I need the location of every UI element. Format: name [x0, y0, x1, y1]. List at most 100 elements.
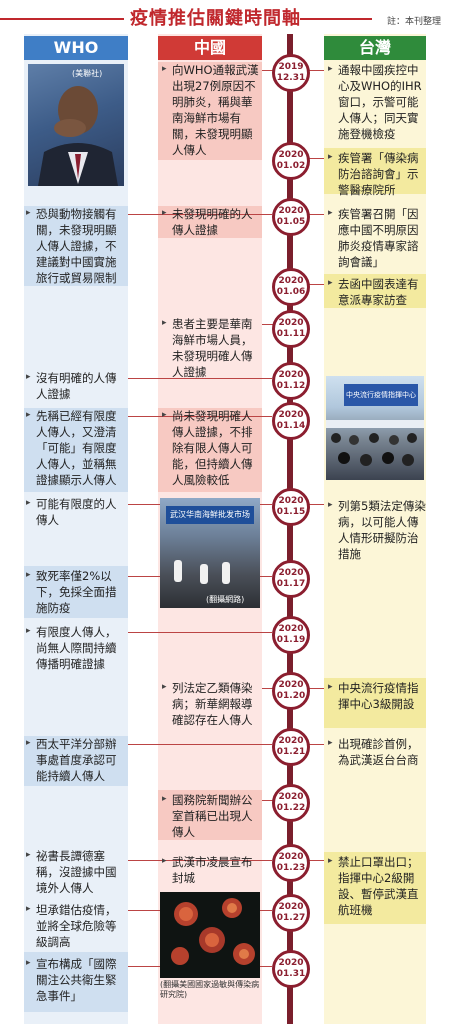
connector — [306, 744, 324, 745]
taiwan-event-0123: 禁止口罩出口；指揮中心2級開設、暫停武漢直航班機 — [338, 855, 419, 917]
connector — [128, 416, 272, 417]
conference-banner: 中央流行疫情指揮中心 — [344, 384, 418, 406]
bullet-icon: ▸ — [26, 626, 31, 636]
photo-credit: (翻攝網路) — [206, 595, 245, 604]
bullet-icon: ▸ — [328, 856, 333, 866]
taiwan-highlight — [324, 852, 426, 924]
source-note: 註：本刊整理 — [386, 17, 441, 27]
who-event-0121: 西太平洋分部辦事處首度承認可能持續人傳人 — [36, 737, 117, 783]
china-event-1231: 向WHO通報武漢出現27例原因不明肺炎，稱與華南海鮮市場有關，未發現明顯人傳人 — [172, 63, 259, 157]
virus-caption: (翻攝美國國家過敏與傳染病研究院) — [160, 980, 260, 999]
connector — [128, 214, 272, 215]
connector — [306, 214, 324, 215]
who-event-0127: 坦承錯估疫情，並將全球危險等級調高 — [36, 903, 117, 949]
who-highlight — [24, 408, 128, 492]
taiwan-event-1231: 通報中國疾控中心及WHO的IHR窗口，示警可能人傳人；同天實施登機檢疫 — [338, 63, 422, 141]
connector — [306, 860, 324, 861]
taiwan-event-0115: 列第5類法定傳染病，以可能人傳人情形研擬防治措施 — [338, 499, 426, 561]
connector — [262, 688, 274, 689]
bullet-icon: ▸ — [26, 208, 31, 218]
who-highlight — [24, 206, 128, 286]
taiwan-press-conference-photo: 中央流行疫情指揮中心 — [326, 376, 424, 480]
who-column — [24, 34, 128, 1024]
connector — [128, 860, 272, 861]
bullet-icon: ▸ — [162, 64, 167, 74]
china-event-0111: 患者主要是華南海鮮市場人員，未發現明確人傳人證據 — [172, 317, 253, 379]
virus-micrograph — [160, 892, 260, 978]
connector — [306, 70, 324, 71]
bullet-icon: ▸ — [162, 208, 167, 218]
who-event-0112: 沒有明確的人傳人證據 — [36, 371, 117, 401]
bullet-icon: ▸ — [26, 410, 31, 420]
bullet-icon: ▸ — [162, 410, 167, 420]
taiwan-event-0120: 中央流行疫情指揮中心3級開設 — [338, 681, 419, 711]
who-event-0114: 先稱已經有限度人傳人，又澄清「可能」有限度人傳人，並稱無證據顯示人傳人 — [36, 409, 117, 487]
taiwan-event-0106: 去函中國表達有意派專家訪查 — [338, 277, 419, 307]
bullet-icon: ▸ — [328, 208, 333, 218]
bullet-icon: ▸ — [328, 682, 333, 692]
china-event-0123: 武漢市凌晨宣布封城 — [172, 855, 253, 885]
connector — [262, 800, 274, 801]
who-event-0105: 恐與動物接觸有關，未發現明顯人傳人證據，不建議對中國實施旅行或貿易限制 — [36, 207, 117, 285]
china-event-0114: 尚未發現明確人傳人證據，不排除有限人傳人可能，但持續人傳人風險較低 — [172, 409, 253, 487]
bullet-icon: ▸ — [328, 500, 333, 510]
bullet-icon: ▸ — [162, 856, 167, 866]
taiwan-highlight — [324, 678, 426, 728]
taiwan-event-0121: 出現確診首例，為武漢返台台商 — [338, 737, 419, 767]
china-event-0120: 列法定乙類傳染病；新華網報導確認存在人傳人 — [172, 681, 253, 727]
bullet-icon: ▸ — [162, 682, 167, 692]
worker-figure — [174, 560, 182, 582]
china-highlight — [158, 408, 262, 492]
title-rule-left — [0, 18, 124, 20]
taiwan-event-0105: 疾管署召開「因應中國不明原因肺炎疫情專家諮詢會議」 — [338, 207, 419, 269]
worker-figure — [222, 562, 230, 584]
bullet-icon: ▸ — [328, 64, 333, 74]
worker-figure — [200, 564, 208, 584]
who-director-photo: (美聯社) — [28, 64, 124, 186]
timeline-axis — [287, 34, 293, 1024]
connector — [128, 632, 272, 633]
page-title: 疫情推估關鍵時間軸 — [130, 8, 301, 29]
photo-credit: (美聯社) — [72, 69, 103, 78]
bullet-icon: ▸ — [162, 794, 167, 804]
connector — [306, 688, 324, 689]
china-event-0122: 國務院新聞辦公室首稱已出現人傳人 — [172, 793, 253, 839]
china-highlight — [158, 206, 262, 238]
bullet-icon: ▸ — [26, 850, 31, 860]
who-event-0117: 致死率僅2%以下，免採全面措施防疫 — [36, 569, 117, 615]
china-event-0105: 未發現明確的人傳人證據 — [172, 207, 253, 237]
title-rule-right — [300, 18, 372, 20]
connector — [262, 70, 274, 71]
timeline-title-bar: 疫情推估關鍵時間軸 註：本刊整理 — [0, 4, 449, 30]
china-header: 中國 — [158, 36, 262, 60]
connector — [306, 284, 324, 285]
person-silhouette-icon — [38, 86, 118, 186]
bullet-icon: ▸ — [26, 498, 31, 508]
taiwan-header: 台灣 — [324, 36, 426, 60]
bullet-icon: ▸ — [328, 278, 333, 288]
who-highlight — [24, 566, 128, 618]
bullet-icon: ▸ — [328, 152, 333, 162]
wuhan-market-photo: 武汉华南海鲜批发市场 (翻攝網路) — [160, 498, 260, 608]
bullet-icon: ▸ — [162, 318, 167, 328]
who-event-0115: 可能有限度的人傳人 — [36, 497, 117, 527]
bullet-icon: ▸ — [26, 570, 31, 580]
who-event-0131: 宣布構成「國際關注公共衛生緊急事件」 — [36, 957, 117, 1003]
china-highlight — [158, 790, 262, 840]
bullet-icon: ▸ — [26, 904, 31, 914]
